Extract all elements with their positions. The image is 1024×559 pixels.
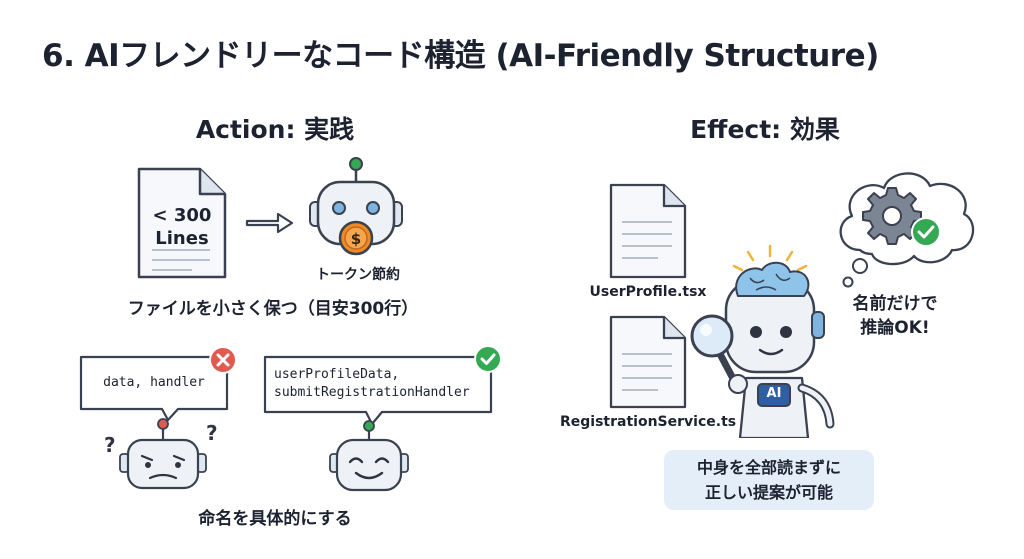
good-names-line1: userProfileData, xyxy=(274,367,400,382)
robot-ai-badge: AI xyxy=(766,386,782,401)
thought-cloud xyxy=(830,160,980,290)
file-registration-service xyxy=(608,314,688,410)
file-registration-service-name: RegistrationService.ts xyxy=(560,414,737,430)
thought-cloud-icon xyxy=(839,172,975,288)
document-icon xyxy=(137,167,227,279)
good-names-line2: submitRegistrationHandler xyxy=(274,385,470,400)
file-line-limit: < 300 Lines xyxy=(136,204,228,250)
gear-icon xyxy=(862,187,922,245)
naming-caption: 命名を具体的にする xyxy=(198,509,352,529)
file-user-profile-name: UserProfile.tsx xyxy=(589,284,707,300)
bad-naming-bubble: data, handler xyxy=(78,354,230,422)
file-line-limit-unit: Lines xyxy=(155,228,209,249)
file-line-limit-value: < 300 xyxy=(152,205,212,226)
benefit-line2: 正しい提案が可能 xyxy=(704,483,833,502)
effect-heading: Effect: 効果 xyxy=(690,115,840,144)
confused-robot: ? ? xyxy=(98,418,228,496)
small-file-caption: ファイルを小さく保つ（目安300行） xyxy=(127,299,419,319)
confused-robot-icon: ? ? xyxy=(104,418,218,490)
svg-text:?: ? xyxy=(206,421,218,445)
good-naming-bubble: userProfileData, submitRegistrationHandl… xyxy=(262,354,494,426)
robot-coin-icon: $ xyxy=(309,157,403,256)
check-icon xyxy=(473,344,503,374)
ai-robot: AI xyxy=(690,238,860,440)
document-icon xyxy=(609,315,687,409)
action-heading: Action: 実践 xyxy=(195,115,355,144)
bad-names-text: data, handler xyxy=(103,375,205,390)
token-saving-robot: $ xyxy=(302,156,410,264)
check-icon xyxy=(911,217,941,247)
svg-text:$: $ xyxy=(351,230,361,248)
thought-text-line1: 名前だけで xyxy=(852,294,938,314)
happy-robot xyxy=(328,420,410,494)
token-saving-label: トークン節約 xyxy=(316,267,400,283)
error-icon xyxy=(208,345,238,375)
file-user-profile xyxy=(608,182,688,280)
document-icon xyxy=(609,183,687,279)
arrow-icon xyxy=(244,208,296,238)
thought-text-line2: 推論OK! xyxy=(860,318,930,338)
small-file-document xyxy=(136,166,228,280)
benefit-line1: 中身を全部読まずに xyxy=(696,458,841,477)
happy-robot-icon xyxy=(329,420,409,492)
benefit-box: 中身を全部読まずに 正しい提案が可能 xyxy=(664,450,874,510)
page-title: 6. AIフレンドリーなコード構造 (AI-Friendly Structure… xyxy=(42,38,879,74)
ai-robot-brain-icon xyxy=(690,244,835,440)
svg-text:?: ? xyxy=(104,433,116,457)
thought-text: 名前だけで 推論OK! xyxy=(840,292,950,340)
